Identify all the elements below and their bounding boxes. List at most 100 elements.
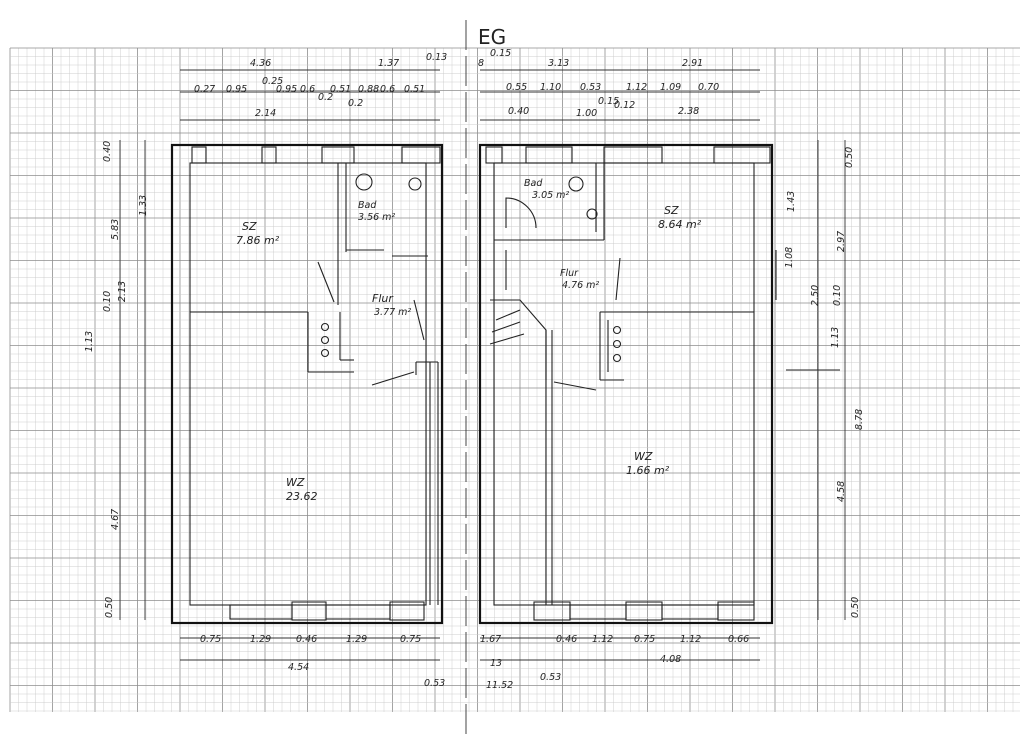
- dimension-label: 0.40: [102, 141, 113, 162]
- dimension-label: 4.67: [110, 509, 121, 530]
- room-area: 4.76 m²: [562, 280, 599, 291]
- stove-burner: [612, 353, 622, 363]
- room-name: WZ: [634, 450, 653, 463]
- dimension-label: 0.13: [426, 52, 447, 63]
- dimension-label: 1.43: [786, 191, 797, 212]
- dimension-label: 2.38: [678, 106, 699, 117]
- right-unit-plan: [478, 143, 840, 625]
- stove-burner: [612, 339, 622, 349]
- dimension-label: 2.50: [810, 285, 821, 306]
- dimension-label: 0.95: [226, 84, 247, 95]
- dimension-label: 1.29: [250, 634, 271, 645]
- room-name: Flur: [372, 292, 394, 305]
- dimension-label: 0.53: [540, 672, 561, 683]
- room-name: WZ: [286, 476, 305, 489]
- room-area: 3.77 m²: [374, 307, 411, 318]
- dimension-label: 0.66: [728, 634, 749, 645]
- dimension-label: 2.14: [255, 108, 276, 119]
- toilet-fixture: [355, 173, 373, 191]
- dimension-label: 0.50: [844, 147, 855, 168]
- window-block: [603, 146, 663, 164]
- dimension-label: 5.83: [110, 219, 121, 240]
- room-name: Flur: [560, 268, 579, 279]
- window-block: [321, 146, 355, 164]
- dimension-lines: [119, 69, 846, 661]
- window-block: [325, 604, 391, 620]
- dimension-label: 0.2: [348, 98, 363, 109]
- dimension-label: 0.2: [318, 92, 333, 103]
- dimension-label: 1.08: [784, 247, 795, 268]
- dimension-label: 1.37: [378, 58, 399, 69]
- dimension-label: 0.46: [556, 634, 577, 645]
- room-area: 1.66 m²: [626, 464, 670, 477]
- room-area: 3.05 m²: [532, 190, 569, 201]
- room-name: Bad: [358, 200, 377, 211]
- window-block: [525, 146, 573, 164]
- stove-burner: [320, 335, 330, 345]
- dimension-label: 1.29: [346, 634, 367, 645]
- window-block: [261, 146, 277, 164]
- dimension-label: 0.10: [102, 291, 113, 312]
- stove-burner: [320, 348, 330, 358]
- dimension-label: 1.13: [830, 327, 841, 348]
- dimension-label: 0.12: [614, 100, 635, 111]
- left-outer-wall: [170, 143, 444, 625]
- dimension-label: 1.67: [480, 634, 501, 645]
- dimension-label: 2.97: [836, 231, 847, 252]
- left-inner-wall: [189, 162, 427, 606]
- dimension-label: 8.78: [854, 409, 865, 430]
- dimension-label: 2.13: [117, 281, 128, 302]
- right-inner-wall: [493, 162, 755, 606]
- dimension-label: 13: [490, 658, 502, 669]
- dimension-label: 2.91: [682, 58, 703, 69]
- dimension-label: 1.33: [138, 195, 149, 216]
- dimension-label: 0.27: [194, 84, 215, 95]
- sink-fixture: [408, 177, 422, 191]
- dimension-label: 8: [478, 58, 484, 69]
- sheet-title: EG: [478, 25, 506, 49]
- dimension-label: 0.25: [262, 76, 283, 87]
- window-block: [485, 146, 503, 164]
- graph-paper-grid: [9, 47, 1020, 712]
- dimension-label: 0.75: [634, 634, 655, 645]
- room-name: Bad: [524, 178, 543, 189]
- dimension-label: 4.58: [836, 481, 847, 502]
- dimension-label: 0.51: [404, 84, 425, 95]
- window-block: [191, 146, 207, 164]
- dimension-label: 0.70: [698, 82, 719, 93]
- dimension-label: 0.55: [506, 82, 527, 93]
- sink-fixture: [586, 208, 598, 220]
- room-area: 3.56 m²: [358, 212, 395, 223]
- window-block: [717, 601, 755, 621]
- dimension-label: 11.52: [486, 680, 513, 691]
- dimension-label: 0.75: [200, 634, 221, 645]
- dimension-label: 0.75: [400, 634, 421, 645]
- dimension-label: 1.00: [576, 108, 597, 119]
- dimension-label: 1.12: [592, 634, 613, 645]
- window-block: [389, 601, 425, 621]
- dimension-label: 4.08: [660, 654, 681, 665]
- dimension-label: 1.09: [660, 82, 681, 93]
- dimension-label: 0.95: [276, 84, 297, 95]
- room-area: 8.64 m²: [658, 218, 702, 231]
- dimension-label: 0.6: [380, 84, 395, 95]
- dimension-label: 1.10: [540, 82, 561, 93]
- dimension-label: 0.15: [598, 96, 619, 107]
- window-block: [569, 604, 627, 620]
- dimension-label: 0.50: [104, 597, 115, 618]
- dimension-label: 1.12: [680, 634, 701, 645]
- stove-burner: [320, 322, 330, 332]
- dimension-label: 1.13: [84, 331, 95, 352]
- window-block: [713, 146, 771, 164]
- toilet-fixture: [568, 176, 584, 192]
- left-unit-plan: [170, 143, 444, 625]
- dimension-label: 4.54: [288, 662, 309, 673]
- dimension-label: 0.53: [424, 678, 445, 689]
- right-outer-wall: [478, 143, 774, 625]
- dimension-label: 0.40: [508, 106, 529, 117]
- door-swing: [505, 197, 537, 229]
- dimension-label: 0.10: [832, 285, 843, 306]
- dimension-label: 0.15: [490, 48, 511, 59]
